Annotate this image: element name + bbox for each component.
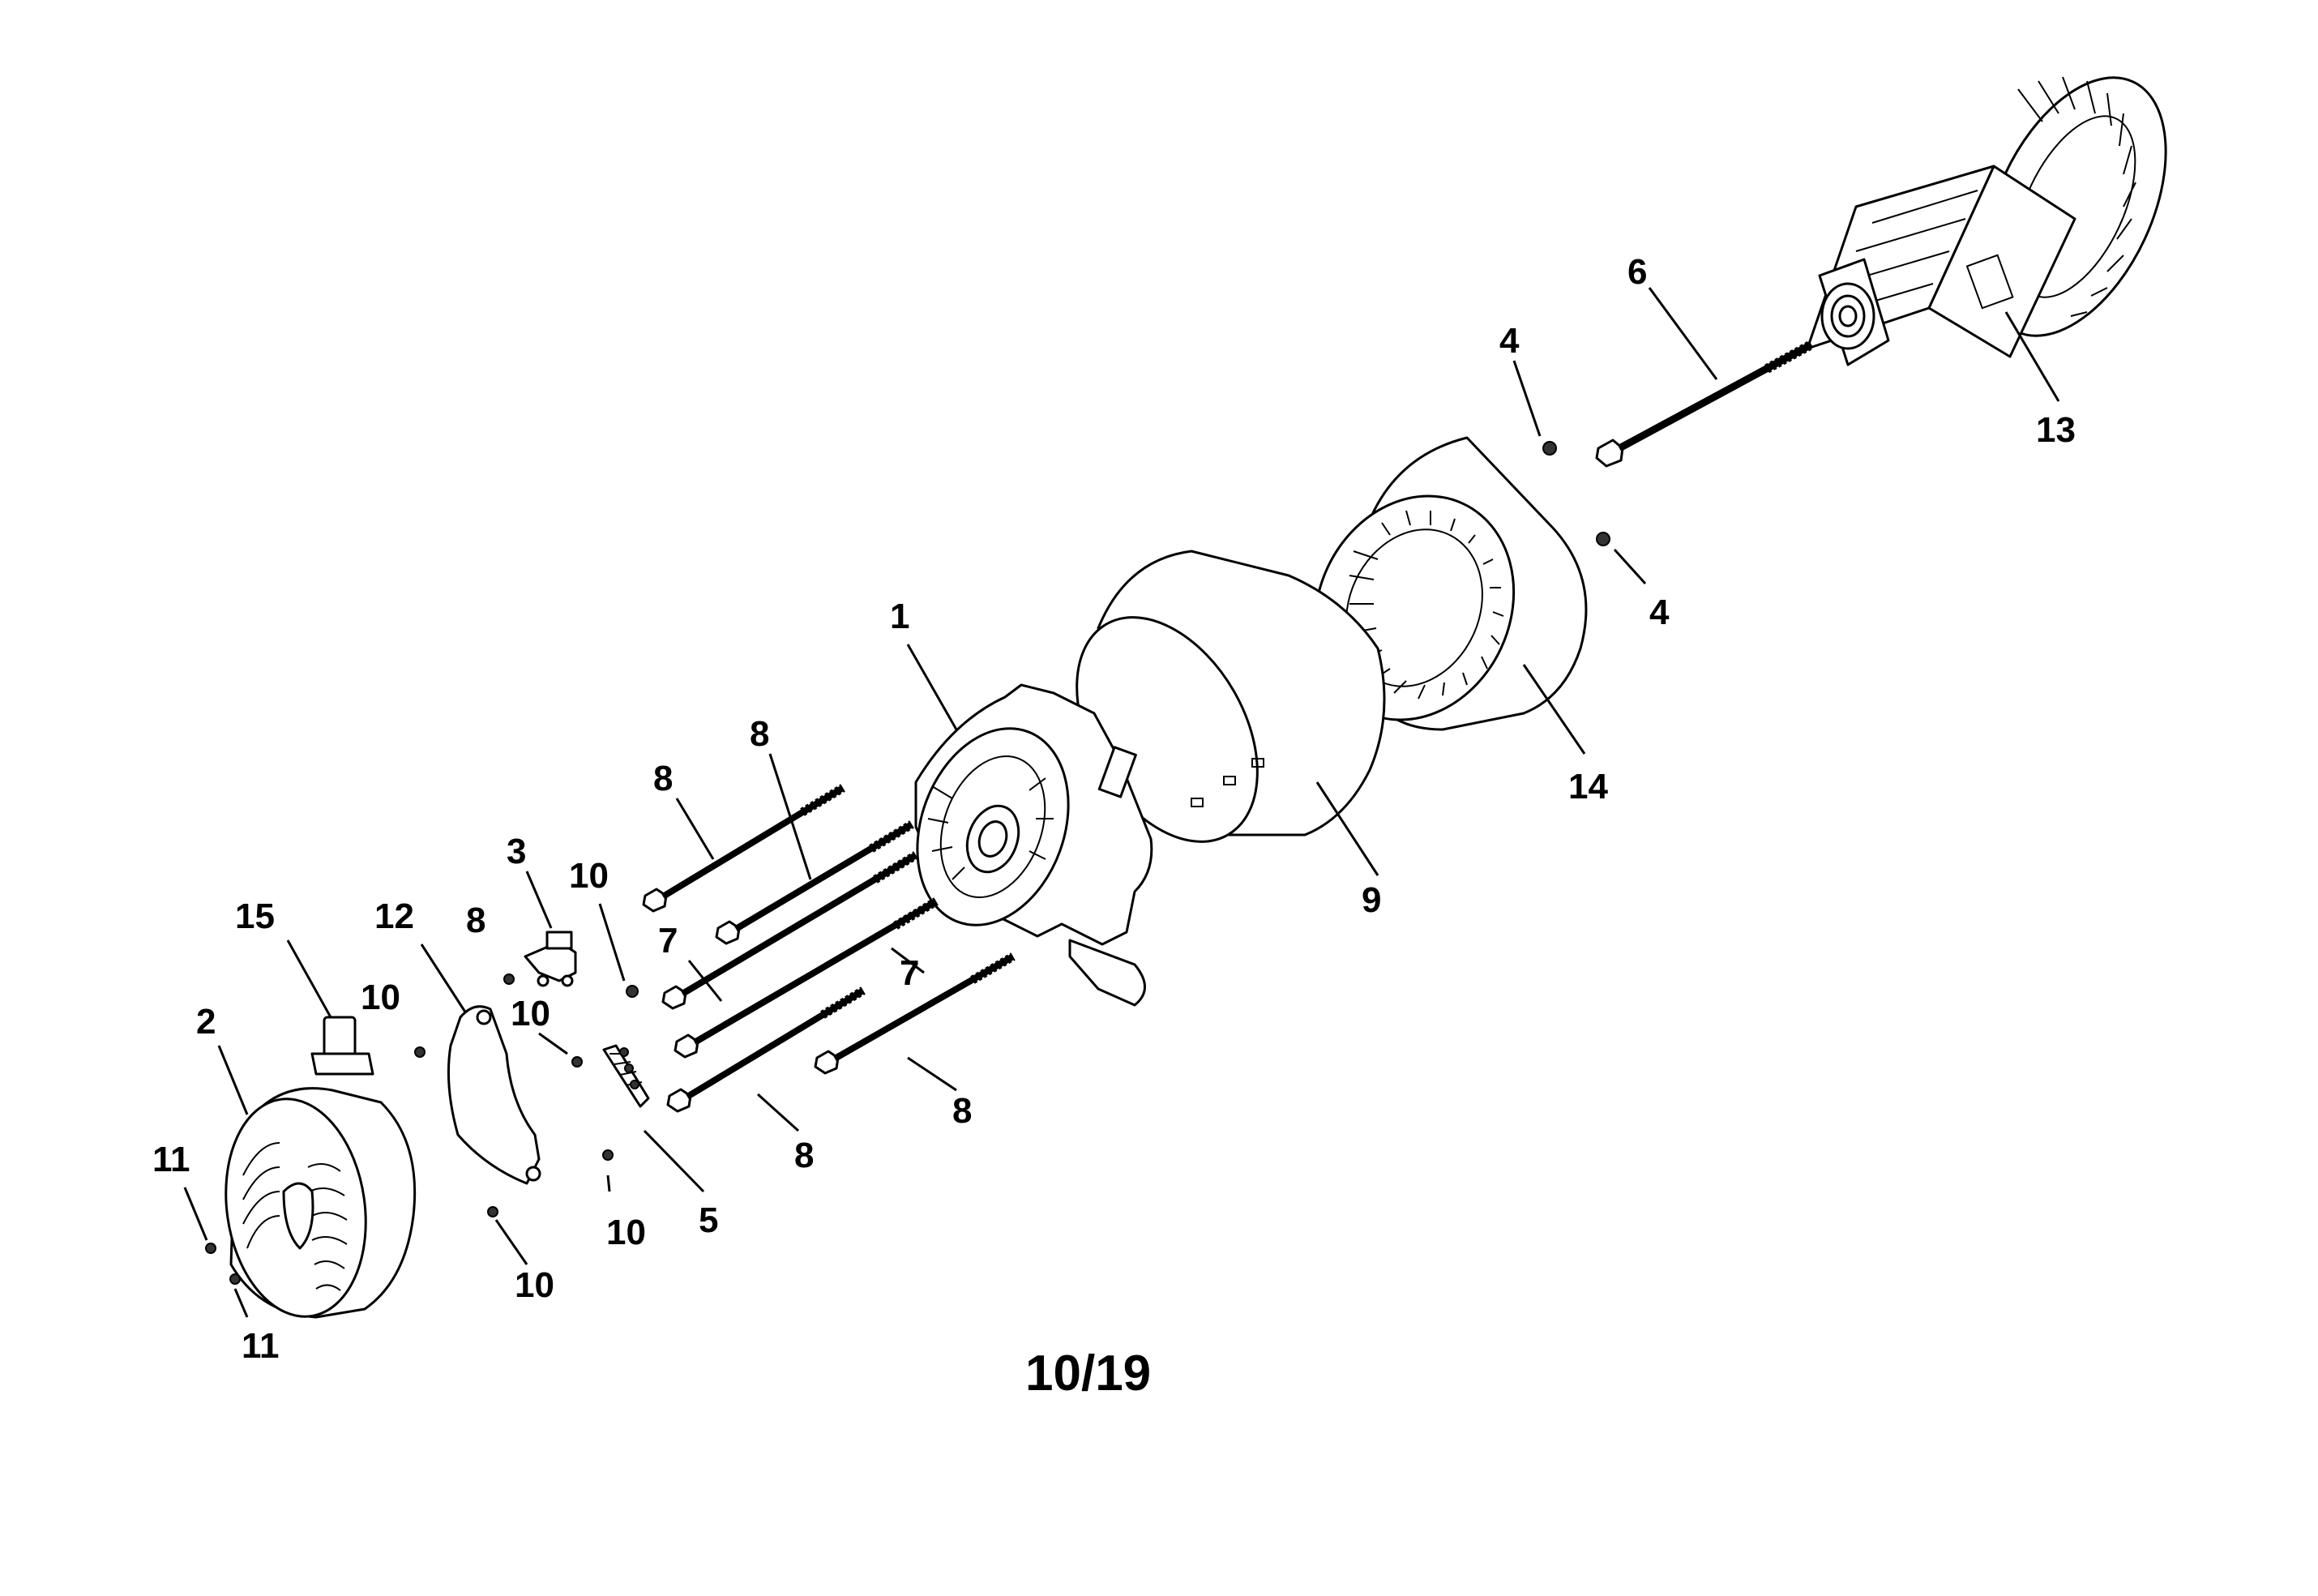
callout-9: 9 [1362, 880, 1381, 920]
curved-cover-part-12 [420, 943, 541, 1185]
callout-10-c: 10 [511, 994, 550, 1033]
callout-4-bottom: 4 [1649, 593, 1670, 632]
callout-2: 2 [196, 1002, 216, 1042]
callout-10-e: 10 [515, 1265, 554, 1305]
callout-8-bottom: 8 [794, 1136, 814, 1175]
bracket-part-3 [524, 871, 577, 987]
end-bracket-part-1 [906, 644, 1153, 1007]
end-cover-part-2 [217, 1045, 417, 1319]
callout-10-b: 10 [361, 978, 400, 1017]
bolts-parts-7-8 [642, 753, 1016, 1132]
callout-11-bottom: 11 [242, 1326, 280, 1366]
callout-6: 6 [1627, 252, 1647, 292]
callout-8-left: 8 [653, 759, 673, 798]
callout-10-a: 10 [569, 856, 609, 896]
nut-parts-4 [1512, 360, 1647, 585]
callout-8-small: 8 [466, 901, 485, 940]
callout-7-left: 7 [658, 921, 678, 961]
rotor-assembly-part [1806, 76, 2167, 402]
callout-8-right: 8 [952, 1091, 972, 1131]
terminal-block-part-5 [602, 1044, 705, 1193]
page-number: 10/19 [1025, 1346, 1151, 1401]
callout-3: 3 [507, 832, 526, 871]
callout-15: 15 [235, 896, 275, 936]
callout-4-top: 4 [1499, 321, 1520, 361]
callout-10-d: 10 [606, 1213, 646, 1252]
callout-labels: 1 2 3 4 4 5 6 7 7 8 8 8 8 8 9 10 10 10 1… [152, 252, 2076, 1366]
callout-13: 13 [2036, 410, 2076, 450]
callout-1: 1 [890, 597, 909, 636]
plug-part-15 [286, 939, 374, 1076]
screws-parts-10-11 [183, 903, 639, 1318]
callout-12: 12 [374, 896, 414, 936]
callout-8-mid: 8 [750, 714, 769, 754]
callout-11-top: 11 [152, 1140, 190, 1179]
callout-14: 14 [1568, 767, 1608, 807]
callout-7-right: 7 [900, 953, 919, 993]
through-bolt-part-6 [1595, 287, 1814, 468]
callout-5: 5 [699, 1200, 718, 1240]
